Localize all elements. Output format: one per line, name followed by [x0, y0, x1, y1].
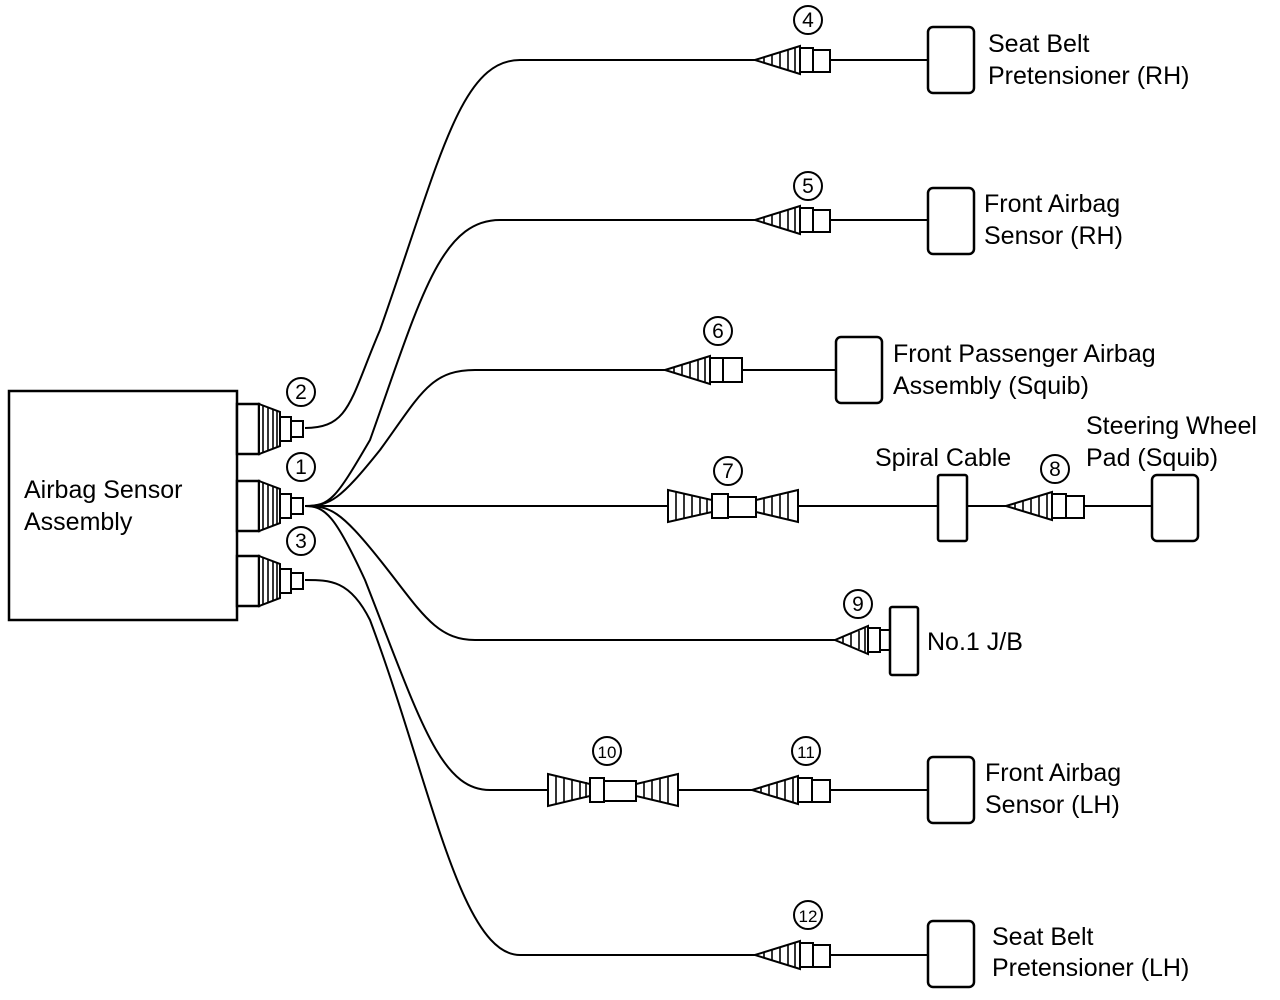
callout-12: 12 [793, 900, 823, 930]
connector-5-plug [751, 204, 831, 236]
front-airbag-sensor-lh-label: Front Airbag Sensor (LH) [985, 759, 1121, 819]
wire-harness [304, 59, 1152, 956]
svg-text:7: 7 [722, 460, 734, 483]
svg-text:Pretensioner (RH): Pretensioner (RH) [988, 62, 1189, 90]
front-passenger-airbag-box [834, 335, 884, 405]
connector-2-socket [235, 402, 304, 456]
callout-10: 10 [592, 736, 622, 766]
seat-belt-pretensioner-lh-box [926, 919, 976, 989]
callout-7: 7 [713, 456, 743, 486]
wire-to-seat-belt-rh [304, 59, 755, 429]
svg-text:Seat Belt: Seat Belt [992, 923, 1094, 951]
sensor-assembly-label-line2: Assembly [24, 508, 133, 536]
connector-4-plug [751, 44, 831, 76]
svg-text:8: 8 [1049, 458, 1061, 481]
airbag-sensor-assembly: Airbag Sensor Assembly [7, 389, 239, 622]
svg-text:2: 2 [295, 381, 307, 404]
svg-text:Pretensioner (LH): Pretensioner (LH) [992, 954, 1189, 982]
svg-text:5: 5 [802, 175, 814, 198]
sensor-assembly-label-line1: Airbag Sensor [24, 476, 182, 504]
connector-callouts: 2 1 3 4 5 6 7 8 [286, 5, 1070, 930]
connector-11-plug [748, 774, 831, 806]
connector-10-inline [547, 772, 679, 808]
front-airbag-sensor-rh-label: Front Airbag Sensor (RH) [984, 190, 1123, 250]
front-airbag-sensor-lh-box [926, 755, 976, 825]
svg-text:6: 6 [712, 320, 724, 343]
front-passenger-airbag-label: Front Passenger Airbag Assembly (Squib) [893, 340, 1156, 400]
wire-to-front-airbag-sensor-lh [304, 505, 548, 791]
callout-9: 9 [843, 589, 873, 619]
junction-block-label: No.1 J/B [927, 628, 1023, 656]
svg-text:11: 11 [797, 743, 815, 762]
junction-block-box [888, 605, 920, 677]
callout-6: 6 [703, 316, 733, 346]
callout-4: 4 [793, 5, 823, 35]
callout-11: 11 [791, 736, 821, 766]
callout-2: 2 [286, 377, 316, 407]
seat-belt-pretensioner-lh-label: Seat Belt Pretensioner (LH) [992, 923, 1189, 982]
svg-text:Steering Wheel: Steering Wheel [1086, 412, 1257, 440]
wire-to-front-airbag-sensor-rh [304, 219, 755, 507]
svg-text:9: 9 [852, 593, 864, 616]
sensor-assembly-box [7, 389, 239, 622]
svg-text:Front Airbag: Front Airbag [984, 190, 1120, 218]
svg-text:Assembly (Squib): Assembly (Squib) [893, 372, 1089, 400]
callout-1: 1 [286, 452, 316, 482]
svg-text:4: 4 [802, 9, 814, 32]
sensor-connectors [235, 402, 304, 608]
front-airbag-sensor-rh-box [926, 186, 976, 256]
wire-to-seat-belt-lh [304, 579, 755, 956]
seat-belt-pretensioner-rh-box [926, 25, 976, 95]
svg-text:Front Passenger Airbag: Front Passenger Airbag [893, 340, 1156, 368]
callout-8: 8 [1040, 454, 1070, 484]
svg-text:Pad (Squib): Pad (Squib) [1086, 444, 1218, 472]
connector-1-socket [235, 479, 304, 533]
steering-wheel-pad-box [1150, 473, 1200, 543]
svg-text:Front Airbag: Front Airbag [985, 759, 1121, 787]
steering-wheel-pad-label: Steering Wheel Pad (Squib) [1086, 412, 1257, 472]
connector-9-plug [832, 624, 891, 656]
svg-text:Seat Belt: Seat Belt [988, 30, 1090, 58]
wire-to-junction-block [304, 505, 835, 641]
callout-3: 3 [286, 526, 316, 556]
connector-3-socket [235, 554, 304, 608]
svg-text:Sensor (LH): Sensor (LH) [985, 791, 1120, 819]
connector-8-plug [1002, 490, 1085, 522]
connector-12-plug [751, 939, 831, 971]
callout-5: 5 [793, 171, 823, 201]
wire-to-front-passenger-airbag [304, 369, 665, 507]
seat-belt-pretensioner-rh-label: Seat Belt Pretensioner (RH) [988, 30, 1189, 90]
connector-7-inline [667, 488, 799, 524]
spiral-cable-box [936, 473, 969, 543]
svg-text:12: 12 [799, 907, 818, 926]
svg-text:10: 10 [598, 743, 617, 762]
svg-text:1: 1 [295, 456, 307, 479]
svg-text:Sensor (RH): Sensor (RH) [984, 222, 1123, 250]
connector-6-plug [661, 354, 743, 386]
svg-text:3: 3 [295, 530, 307, 553]
spiral-cable-label: Spiral Cable [875, 444, 1011, 472]
